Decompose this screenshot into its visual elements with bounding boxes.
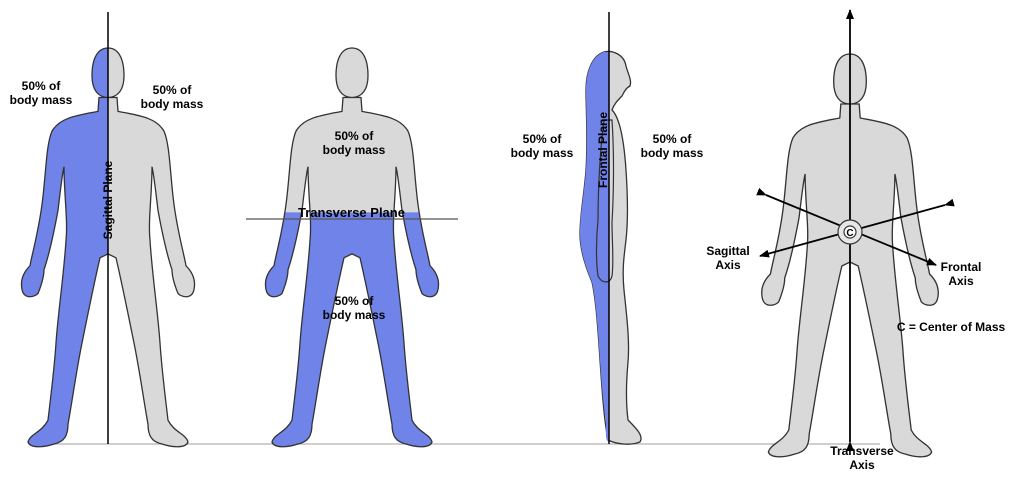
figure3-right-mass-label: 50% of body mass [636,132,708,160]
figure3-left-mass-label: 50% of body mass [506,132,578,160]
frontal-axis-label-line1: Frontal [934,260,988,274]
figure1-left-mass-label: 50% of body mass [6,79,76,107]
figure-frontal-plane [580,52,641,445]
figure1-right-label-line1: 50% of [136,83,208,97]
center-of-mass-note: C = Center of Mass [895,320,1007,334]
sagittal-axis-label-line1: Sagittal [700,244,756,258]
figure1-left-label-line1: 50% of [6,79,76,93]
transverse-plane-label: Transverse Plane [298,205,405,220]
figure2-lower-mass-label: 50% of body mass [318,294,390,322]
figure1-right-label-line2: body mass [136,97,208,111]
frontal-axis-label: Frontal Axis [934,260,988,288]
transverse-axis-label-line1: Transverse [822,444,902,458]
center-of-mass-marker: C [846,228,853,239]
figure2-bottom-label-line2: body mass [318,308,390,322]
figure2-top-label-line2: body mass [318,143,390,157]
frontal-axis-label-line2: Axis [934,274,988,288]
figure3-right-label-line2: body mass [636,146,708,160]
figure3-left-label-line2: body mass [506,146,578,160]
figure1-left-label-line2: body mass [6,93,76,107]
figure2-top-label-line1: 50% of [318,129,390,143]
figure3-right-label-line1: 50% of [636,132,708,146]
transverse-axis-label-line2: Axis [822,458,902,472]
transverse-axis-label: Transverse Axis [822,444,902,472]
figure2-upper-mass-label: 50% of body mass [318,129,390,157]
sagittal-axis-label-line2: Axis [700,258,756,272]
sagittal-axis-label: Sagittal Axis [700,244,756,272]
figure2-bottom-label-line1: 50% of [318,294,390,308]
sagittal-plane-label: Sagittal Plane [101,152,115,248]
figure1-right-mass-label: 50% of body mass [136,83,208,111]
figure3-left-label-line1: 50% of [506,132,578,146]
figure-transverse-plane [265,48,438,447]
frontal-plane-label: Frontal Plane [596,106,610,194]
